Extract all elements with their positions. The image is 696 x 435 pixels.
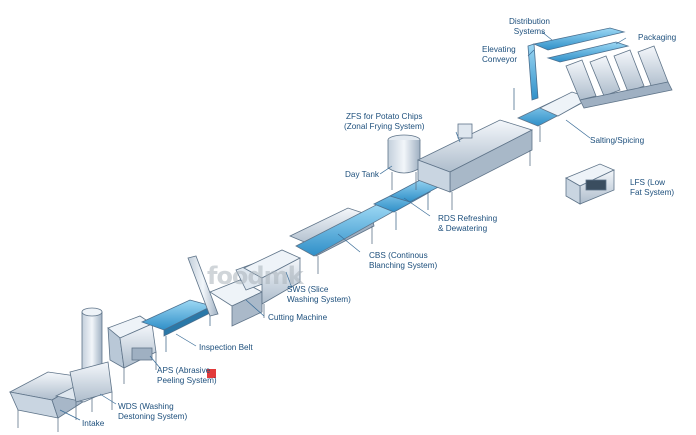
lfs-machine [565, 163, 615, 205]
zfs-fryer [416, 119, 534, 210]
distribution-conveyor [532, 27, 630, 63]
leader-lines [59, 31, 627, 421]
elevating-conveyor [513, 43, 539, 110]
label-sws: SWS (Slice Washing System) [287, 285, 351, 304]
cutting-machine [187, 255, 269, 327]
wds-machine [69, 307, 113, 420]
aps-machine [107, 315, 157, 384]
label-cutting-machine: Cutting Machine [268, 313, 328, 322]
sws-machine [243, 249, 301, 318]
label-wds: WDS (Washing Destoning System) [118, 402, 188, 421]
label-intake: Intake [82, 419, 105, 428]
label-rds: RDS Refreshing & Dewatering [438, 214, 498, 233]
red-marker [207, 369, 216, 378]
label-elevating-conveyor: Elevating Conveyor [482, 45, 518, 64]
label-salting: Salting/Spicing [590, 136, 645, 145]
label-lfs: LFS (Low Fat System) [630, 178, 675, 197]
label-zfs: ZFS for Potato Chips (Zonal Frying Syste… [344, 112, 425, 131]
inspection-belt [140, 299, 214, 352]
day-tank [387, 134, 421, 190]
label-distribution: Distribution Systems [509, 17, 550, 36]
label-packaging: Packaging [638, 33, 677, 42]
label-inspection-belt: Inspection Belt [199, 343, 253, 352]
watermark: foodmk [207, 262, 304, 290]
label-cbs: CBS (Continous Blanching System) [369, 251, 438, 270]
label-day-tank: Day Tank [345, 170, 379, 179]
label-aps: APS (Abrasive Peeling System) [157, 366, 217, 385]
packaging-machines [565, 45, 673, 109]
